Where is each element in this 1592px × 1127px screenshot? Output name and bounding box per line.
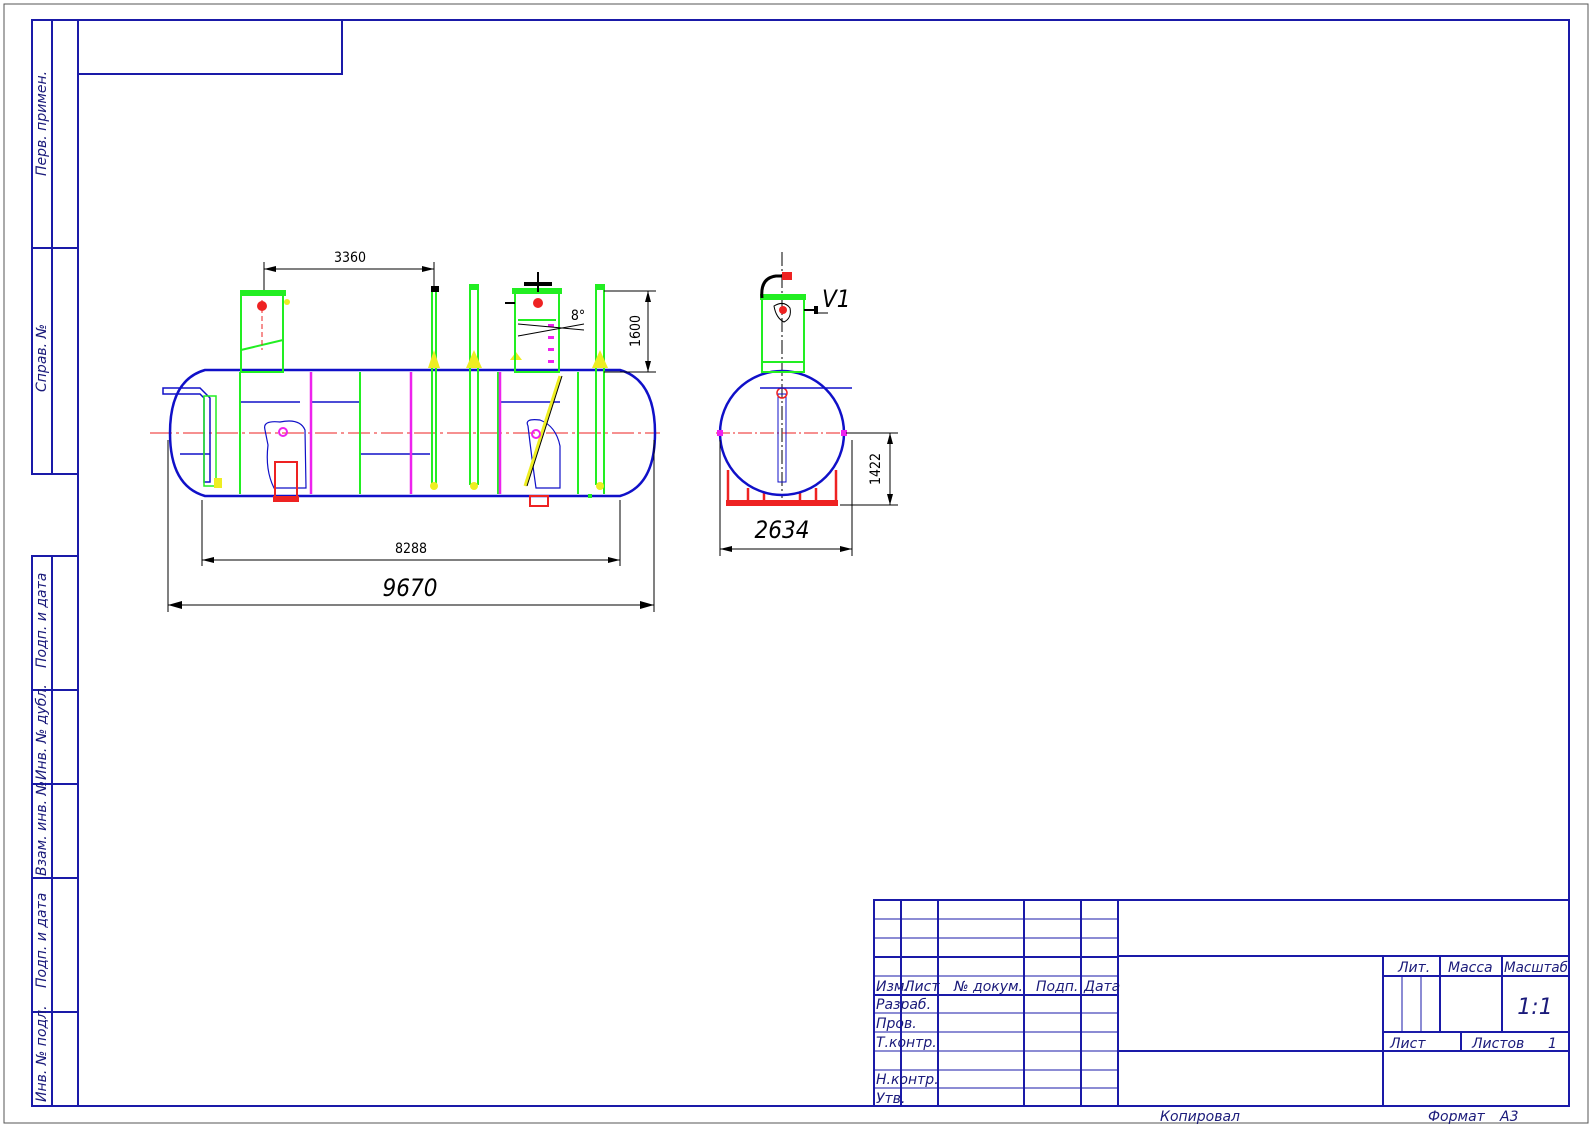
footer-format-label: Формат (1428, 1109, 1486, 1125)
end-view-arrows (720, 433, 893, 552)
dim-1422: 1422 (868, 453, 884, 485)
dim-8288: 8288 (395, 541, 427, 557)
footer: Копировал Формат A3 (1160, 1109, 1518, 1125)
main-frame (77, 19, 1570, 1107)
side-label-inv-dubl: Инв. № дубл. (34, 684, 50, 780)
footer-format-value: A3 (1499, 1109, 1518, 1125)
tb-header-izm: Изм. (876, 979, 909, 995)
tb-header-data: Дата (1083, 979, 1120, 995)
side-view-arrows (168, 266, 654, 609)
vessel-end-view (716, 252, 852, 506)
lower-manhole (263, 420, 307, 489)
side-label-vzam-inv: Взам. инв. № (34, 781, 50, 876)
outer-border (3, 3, 1589, 1124)
side-label-podp-data-1: Подп. и дата (34, 573, 50, 668)
title-block-text: Изм. Лист № докум. Подп. Дата Разраб. Пр… (876, 960, 1568, 1107)
side-strip-labels: Перв. примен. Справ. № Подп. и дата Инв.… (34, 71, 50, 1102)
tb-role-utv: Утв. (876, 1091, 905, 1107)
tb-scale-value: 1:1 (1517, 995, 1552, 1020)
tb-sheet-label: Лист (1389, 1036, 1426, 1052)
tb-massa-label: Масса (1448, 960, 1493, 976)
view-label-v1: V1 (822, 285, 851, 313)
tb-role-razrab: Разраб. (876, 997, 931, 1013)
footer-kopiroval: Копировал (1160, 1109, 1240, 1125)
tb-role-tkontr: Т.контр. (876, 1035, 937, 1051)
dim-2634: 2634 (755, 516, 810, 544)
vessel-shell (168, 368, 657, 498)
side-label-inv-podl: Инв. № подл. (34, 1005, 50, 1102)
title-block-rows (874, 918, 1118, 1089)
tb-header-list: Лист (903, 979, 940, 995)
tb-sheets-value: 1 (1548, 1036, 1557, 1052)
dim-1600: 1600 (628, 315, 644, 347)
tb-header-doc-no: № докум. (953, 979, 1023, 995)
side-strip (31, 19, 79, 1107)
side-label-sprav-no: Справ. № (34, 324, 50, 392)
dim-8-degree: 8° (571, 308, 585, 324)
title-block-thin-lines (1401, 976, 1422, 1032)
tb-header-podp: Подп. (1036, 979, 1078, 995)
tb-role-nkontr: Н.контр. (876, 1072, 939, 1088)
tb-lit-label: Лит. (1397, 960, 1430, 976)
top-left-stamp (77, 19, 343, 75)
tb-masshtab-label: Масштаб (1504, 960, 1568, 976)
dim-9670: 9670 (383, 574, 438, 602)
tb-role-prov: Пров. (876, 1016, 917, 1032)
tb-sheets-label: Листов (1471, 1036, 1524, 1052)
side-label-podp-data-2: Подп. и дата (34, 893, 50, 988)
dim-3360: 3360 (334, 250, 366, 266)
side-label-perv-primen: Перв. примен. (34, 71, 50, 176)
title-block (873, 899, 1570, 1107)
side-view-dimensions (167, 262, 656, 612)
end-view-dimensions (719, 432, 898, 556)
vessel-side-view (150, 272, 660, 507)
